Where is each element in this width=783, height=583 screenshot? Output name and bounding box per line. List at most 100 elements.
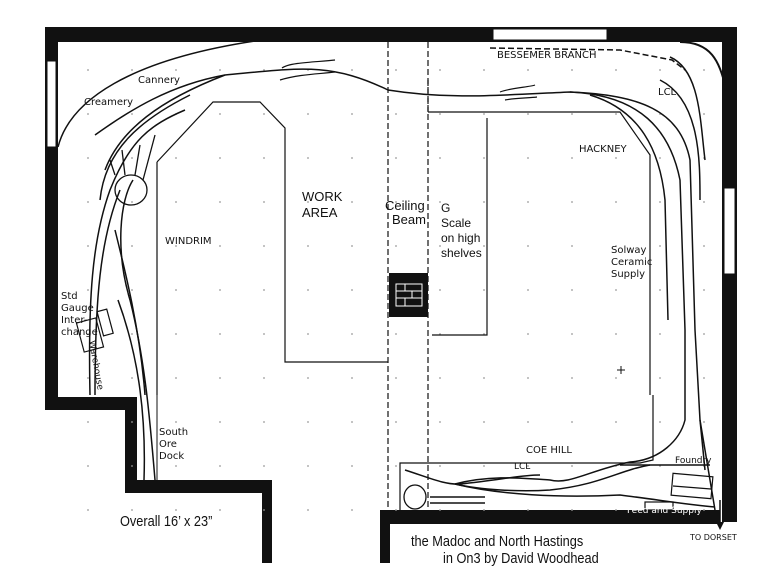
grid-dot — [659, 245, 661, 247]
structures — [75, 59, 714, 511]
grid-dot — [351, 421, 353, 423]
grid-dot — [439, 245, 441, 247]
grid-dot — [615, 509, 617, 511]
grid-dot — [395, 69, 397, 71]
label-g-scale: G Scale on high shelves — [441, 201, 482, 261]
grid-dot — [263, 465, 265, 467]
plan-subtitle: in On3 by David Woodhead — [443, 550, 599, 567]
grid-dot — [571, 421, 573, 423]
grid-dot — [263, 201, 265, 203]
grid-dot — [351, 245, 353, 247]
grid-dot — [527, 157, 529, 159]
label-std-gauge: Std Gauge Inter- change — [61, 291, 98, 339]
g-scale-line: Scale — [441, 216, 472, 230]
overall-dimensions: Overall 16’ x 23” — [120, 513, 213, 530]
grid-dot — [483, 113, 485, 115]
grid-dot — [175, 245, 177, 247]
south-ore-line: South — [159, 427, 189, 438]
grid-dot — [615, 245, 617, 247]
grid-dot — [395, 201, 397, 203]
benchwork — [156, 101, 654, 510]
grid-dot — [439, 289, 441, 291]
grid-dot — [439, 421, 441, 423]
grid-dot — [131, 245, 133, 247]
grid-dot — [131, 157, 133, 159]
grid-dot — [439, 201, 441, 203]
grid-dot — [131, 377, 133, 379]
grid-dot — [175, 157, 177, 159]
label-beam: Beam — [392, 212, 426, 227]
label-south-ore-dock: South Ore Dock — [159, 427, 188, 463]
grid-dot — [87, 421, 89, 423]
label-to-dorset: TO DORSET — [690, 533, 737, 542]
grid-dot — [263, 509, 265, 511]
grid-dot — [87, 509, 89, 511]
label-foundry: Foundry — [675, 456, 712, 466]
grid-dot — [439, 113, 441, 115]
grid-dot — [219, 509, 221, 511]
grid-dot — [659, 157, 661, 159]
std-gauge-line: Std — [61, 291, 78, 302]
grid-dot — [307, 421, 309, 423]
grid-dot — [571, 509, 573, 511]
grid-dot — [659, 421, 661, 423]
grid-dot — [527, 333, 529, 335]
grid-dot — [307, 157, 309, 159]
grid-dot — [395, 113, 397, 115]
grid-dot — [483, 289, 485, 291]
label-creamery: Creamery — [84, 97, 134, 108]
grid-dot — [351, 333, 353, 335]
grid-dot — [219, 157, 221, 159]
plan-title: the Madoc and North Hastings — [411, 533, 584, 550]
grid-dot — [659, 377, 661, 379]
grid-dot — [131, 333, 133, 335]
grid-dot — [483, 69, 485, 71]
grid-dot — [219, 333, 221, 335]
grid-dot — [615, 421, 617, 423]
grid-dot — [659, 201, 661, 203]
label-solway: Solway Ceramic Supply — [611, 245, 652, 281]
grid-dot — [615, 377, 617, 379]
grid-dot — [439, 465, 441, 467]
grid-dot — [571, 245, 573, 247]
grid-dot — [87, 69, 89, 71]
grid-dot — [307, 289, 309, 291]
grid-dot — [571, 465, 573, 467]
windows — [46, 28, 736, 275]
grid-dot — [263, 377, 265, 379]
grid-dot — [175, 377, 177, 379]
grid-dot — [571, 69, 573, 71]
grid-dot — [307, 113, 309, 115]
south-ore-line: Dock — [159, 451, 185, 462]
grid-dot — [307, 509, 309, 511]
grid-dot — [703, 69, 705, 71]
grid-dot — [615, 289, 617, 291]
grid-dot — [351, 465, 353, 467]
grid-dot — [527, 113, 529, 115]
label-bessemer-branch: BESSEMER BRANCH — [497, 50, 597, 61]
grid-dot — [263, 333, 265, 335]
grid-dot — [175, 69, 177, 71]
grid-dot — [131, 421, 133, 423]
grid-dot — [703, 113, 705, 115]
grid-dot — [175, 509, 177, 511]
label-work-area-1: WORK — [302, 189, 343, 204]
brick-chimney-icon — [389, 273, 428, 317]
grid-dot — [527, 245, 529, 247]
grid-dot — [615, 201, 617, 203]
grid-dot — [307, 201, 309, 203]
grid-dot — [351, 157, 353, 159]
grid-dot — [395, 465, 397, 467]
grid-dot — [527, 421, 529, 423]
grid-dot — [527, 289, 529, 291]
grid-dot — [395, 245, 397, 247]
grid-dot — [87, 157, 89, 159]
grid-dot — [483, 377, 485, 379]
grid-dot — [395, 509, 397, 511]
grid-dot — [703, 333, 705, 335]
grid-dot — [571, 113, 573, 115]
turntables — [109, 134, 427, 510]
solway-line: Ceramic — [611, 257, 653, 268]
